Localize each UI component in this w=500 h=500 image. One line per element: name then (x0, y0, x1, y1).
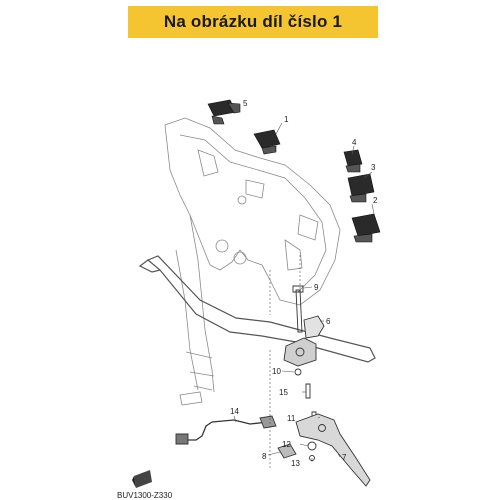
callout-9: 9 (314, 283, 319, 292)
handlebar (138, 255, 376, 363)
switch-part-8 (277, 443, 297, 459)
callout-13: 13 (291, 459, 300, 468)
switch-part-2 (351, 213, 381, 243)
callout-11: 11 (287, 414, 296, 423)
callout-5: 5 (243, 99, 248, 108)
callout-4: 4 (352, 138, 357, 147)
washer-12 (307, 441, 317, 451)
switch-part-1 (253, 129, 281, 155)
bolt-9 (292, 285, 304, 333)
part-number-banner: Na obrázku díl číslo 1 (128, 6, 378, 38)
callout-7: 7 (342, 453, 347, 462)
callout-6: 6 (326, 317, 331, 326)
drawing-code: BUV1300-Z330 (117, 491, 173, 500)
callout-14: 14 (230, 407, 239, 416)
nut-10 (294, 368, 302, 376)
lever-holder-6 (283, 315, 325, 367)
clutch-switch-cable-14 (175, 415, 277, 445)
callout-10: 10 (272, 367, 281, 376)
callout-2: 2 (373, 196, 378, 205)
switch-part-5 (207, 99, 241, 125)
lever-7 (295, 413, 371, 487)
callout-8: 8 (262, 452, 267, 461)
cockpit-frame (164, 117, 341, 306)
callout-1: 1 (284, 115, 289, 124)
callout-12: 12 (282, 440, 291, 449)
front-direction-icon (132, 470, 152, 488)
switch-part-4 (343, 149, 363, 173)
callout-15: 15 (279, 388, 288, 397)
callout-3: 3 (371, 163, 376, 172)
bolt-15 (305, 383, 311, 399)
switch-part-3 (347, 173, 375, 203)
